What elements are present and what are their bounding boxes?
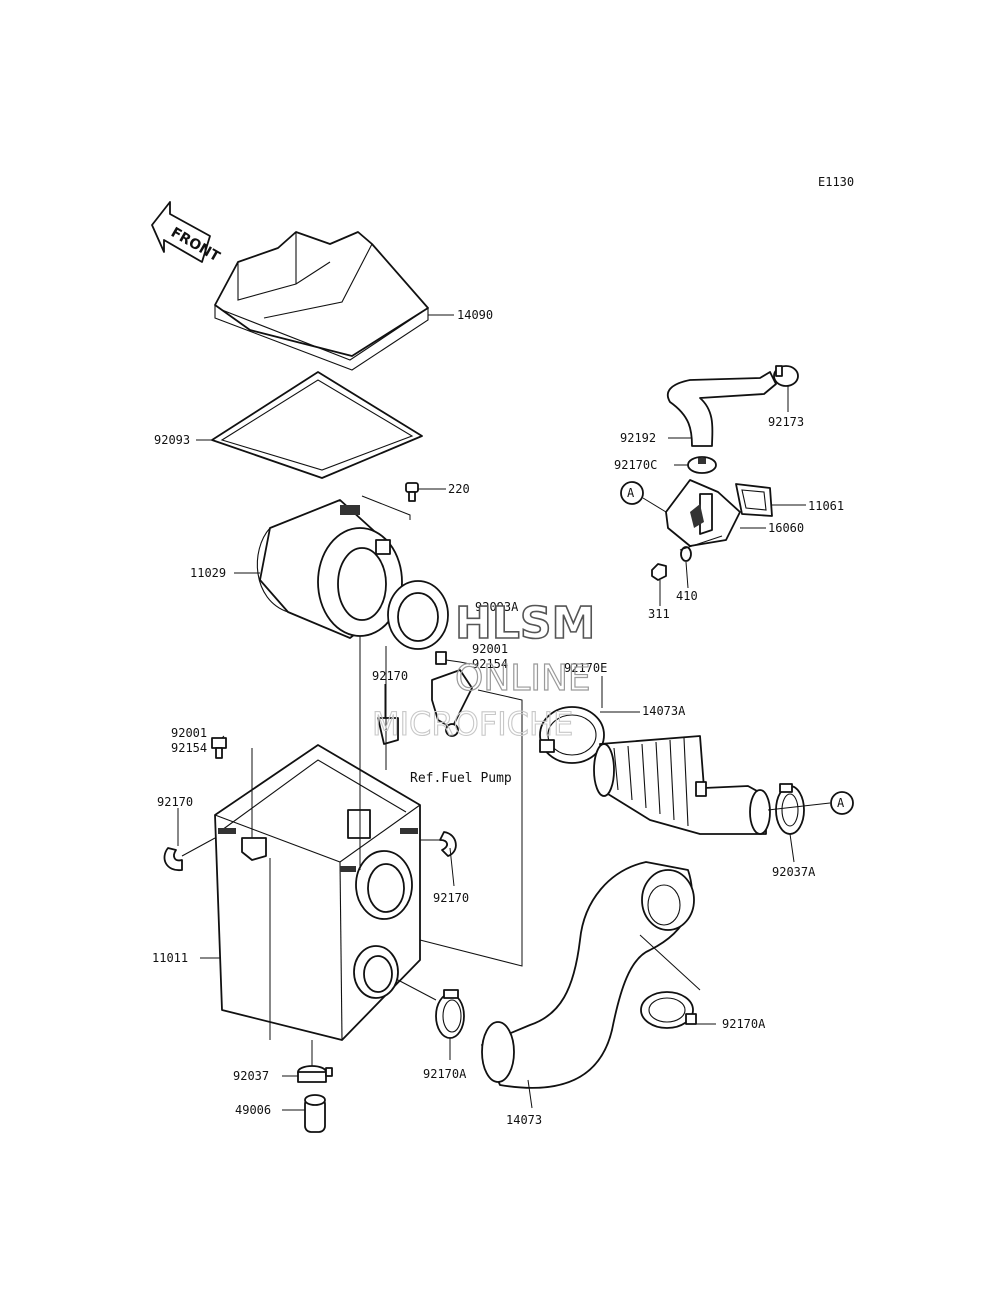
clamp-92170C[interactable] — [687, 456, 717, 474]
svg-text:A: A — [837, 796, 845, 810]
callout-92001-a: 92001 — [472, 642, 508, 656]
breather-housing-16060[interactable] — [665, 479, 741, 547]
air-cleaner-cover[interactable] — [214, 231, 429, 371]
clip-92170-top[interactable] — [377, 717, 399, 745]
callout-92093A: 92093A — [475, 600, 519, 614]
callout-92170-right: 92170 — [433, 891, 469, 905]
callout-220: 220 — [448, 482, 470, 496]
reference-mark-a-left: A — [620, 481, 644, 505]
diagram-code: E1130 — [818, 175, 854, 189]
svg-text:A: A — [627, 486, 635, 500]
intake-duct-14073[interactable] — [481, 861, 695, 1089]
callout-16060: 16060 — [768, 521, 804, 535]
fuel-pump-bracket[interactable] — [431, 651, 473, 737]
leader-lines — [177, 314, 831, 1111]
watermark: HLSM ONLINE MICROFICHE — [371, 597, 596, 743]
reference-note: Ref.Fuel Pump — [410, 771, 512, 786]
nut-311[interactable] — [651, 563, 667, 581]
svg-text:ONLINE: ONLINE — [455, 658, 591, 699]
callout-92170C: 92170C — [614, 458, 657, 472]
callout-14090: 14090 — [457, 308, 493, 322]
callout-311: 311 — [648, 607, 670, 621]
breather-hose-92192[interactable] — [666, 371, 777, 447]
callout-410: 410 — [676, 589, 698, 603]
callout-92170A-left: 92170A — [423, 1067, 467, 1081]
callout-49006: 49006 — [235, 1103, 271, 1117]
callout-92093: 92093 — [154, 433, 190, 447]
air-filter-element[interactable] — [256, 499, 403, 639]
svg-text:HLSM: HLSM — [455, 598, 595, 649]
washer-410[interactable] — [680, 546, 692, 562]
reference-mark-a-right: A — [830, 791, 854, 815]
gasket[interactable] — [211, 371, 423, 479]
callout-92037A: 92037A — [772, 865, 816, 879]
clamp-92170A-left[interactable] — [435, 989, 465, 1039]
clamp-92170A-right[interactable] — [640, 991, 697, 1029]
clamp-92037A[interactable] — [775, 783, 805, 835]
callout-92173: 92173 — [768, 415, 804, 429]
clamp-92170E[interactable] — [539, 706, 605, 764]
screw-220[interactable] — [405, 482, 419, 502]
callout-11061: 11061 — [808, 499, 844, 513]
front-arrow-icon: FRONT — [151, 201, 223, 265]
callout-92170A-right: 92170A — [722, 1017, 766, 1031]
callout-92154-a: 92154 — [472, 657, 508, 671]
clamp-92173[interactable] — [773, 365, 799, 387]
callout-92001-b: 92001 — [171, 726, 207, 740]
intake-duct-14073A[interactable] — [593, 735, 771, 835]
callout-11011: 11011 — [152, 951, 188, 965]
air-cleaner-case[interactable] — [214, 744, 421, 1041]
callout-14073: 14073 — [506, 1113, 542, 1127]
drain-clamp-92037[interactable] — [297, 1065, 333, 1083]
callout-92037: 92037 — [233, 1069, 269, 1083]
callout-92192: 92192 — [620, 431, 656, 445]
svg-text:MICROFICHE: MICROFICHE — [372, 705, 573, 743]
callout-14073A: 14073A — [642, 704, 686, 718]
clip-92170-right[interactable] — [439, 831, 457, 857]
callout-92154-b: 92154 — [171, 741, 207, 755]
callout-11029: 11029 — [190, 566, 226, 580]
drain-hose-49006[interactable] — [304, 1094, 326, 1133]
callout-92170E: 92170E — [564, 661, 607, 675]
filter-ring[interactable] — [387, 580, 449, 650]
gasket-11061[interactable] — [735, 483, 773, 517]
callout-92170-top: 92170 — [372, 669, 408, 683]
bolt-92001-left[interactable] — [211, 737, 227, 759]
clip-92170-left[interactable] — [163, 847, 183, 871]
callout-92170-left: 92170 — [157, 795, 193, 809]
